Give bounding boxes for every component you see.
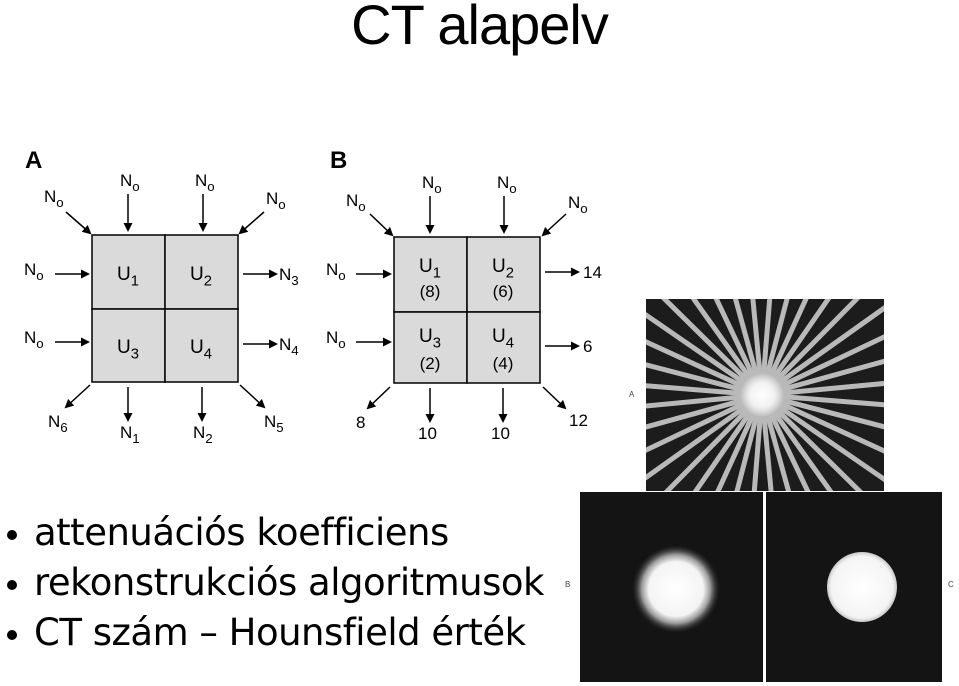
bullet-list: attenuációs koefficiens rekonstrukciós a… — [0, 508, 544, 658]
label-a-top-2: No — [120, 171, 140, 194]
arrow-b-top-diag-right — [541, 213, 567, 237]
grid-b-cell-u4 — [466, 311, 541, 384]
arrow-a-bottom-diag-left — [64, 384, 91, 409]
label-b-right-1: 14 — [583, 263, 602, 282]
label-a-top-3: No — [195, 171, 215, 194]
label-b-bottom-1: 8 — [356, 413, 365, 432]
grid-b-cell-u3 — [393, 311, 468, 384]
grid-a-u1-label: U1 — [117, 264, 139, 290]
arrow-a-top-diag-right — [238, 211, 265, 235]
bullet-item: rekonstrukciós algoritmusok — [0, 558, 544, 608]
grid-b-u1-value: (8) — [420, 282, 441, 301]
label-b-bottom-2: 10 — [418, 424, 437, 443]
arrow-b-top-diag-left — [369, 213, 394, 237]
arrow-b-bottom-diag-right — [542, 386, 567, 410]
label-b-bottom-3: 10 — [491, 424, 510, 443]
grid-a-cell-u3 — [91, 308, 166, 383]
ct-image-a — [646, 299, 884, 491]
label-a-right-1: N3 — [279, 265, 299, 288]
grid-b-cell-u2 — [466, 236, 541, 313]
grid-b-u3-value: (2) — [420, 354, 441, 373]
grid-b-u4-label: U4 — [492, 326, 514, 352]
label-b-top-1: No — [346, 191, 366, 214]
label-a-top-4: No — [266, 189, 286, 212]
grid-a-cell-u4 — [164, 308, 239, 383]
bullet-item: attenuációs koefficiens — [0, 508, 544, 558]
ct-principle-diagram: A U1 U2 U3 U4 No No No No No No N3 N4 N6 — [24, 147, 602, 446]
label-b-top-2: No — [422, 173, 442, 196]
grid-b-u4-value: (4) — [493, 354, 514, 373]
grid-a-u2-label: U2 — [190, 264, 212, 290]
grid-b-u1-label: U1 — [419, 256, 441, 282]
label-b-right-2: 6 — [583, 337, 592, 356]
diagram-b: B U1 (8) U2 (6) U3 (2) U4 (4) No No No N… — [326, 147, 602, 443]
grid-a-cell-u2 — [164, 234, 239, 310]
grid-b-cell-u1 — [393, 236, 468, 313]
label-a-bottom-3: N2 — [193, 423, 213, 446]
bullet-item: CT szám – Hounsfield érték — [0, 608, 544, 658]
label-a-bottom-1: N6 — [48, 412, 68, 435]
label-b-top-4: No — [568, 193, 588, 216]
grid-b-u3-label: U3 — [419, 326, 441, 352]
arrow-a-bottom-diag-right — [239, 384, 266, 409]
grid-b-u2-value: (6) — [493, 282, 514, 301]
backprojection-star-image — [646, 299, 884, 491]
label-a-left-1: No — [24, 260, 44, 283]
diagram-a-label: A — [25, 147, 42, 174]
image-b-letter: B — [565, 580, 571, 589]
grid-a-cell-u1 — [91, 234, 166, 310]
label-a-bottom-2: N1 — [120, 423, 140, 446]
image-a-letter: A — [629, 390, 635, 399]
slide-title: CT alapelv — [351, 0, 609, 56]
label-b-bottom-4: 12 — [569, 411, 588, 430]
label-b-left-1: No — [326, 260, 346, 283]
grid-b-u2-label: U2 — [492, 256, 514, 282]
label-a-right-2: N4 — [279, 335, 299, 358]
diagram-a: A U1 U2 U3 U4 No No No No No No N3 N4 N6 — [24, 147, 299, 446]
arrow-b-bottom-diag-left — [366, 386, 391, 410]
image-c-letter: C — [948, 580, 954, 589]
label-b-left-2: No — [326, 328, 346, 351]
ct-image-b — [580, 492, 763, 682]
blurred-disk-image — [580, 492, 763, 682]
label-a-top-1: No — [44, 187, 64, 210]
grid-a-u4-label: U4 — [190, 337, 212, 363]
label-b-top-3: No — [497, 173, 517, 196]
diagram-b-label: B — [330, 147, 347, 174]
label-a-bottom-4: N5 — [264, 412, 284, 435]
ct-image-c — [766, 492, 942, 682]
label-a-left-2: No — [24, 328, 44, 351]
arrow-a-top-diag-left — [65, 211, 92, 235]
grid-a-u3-label: U3 — [117, 337, 139, 363]
sharp-disk-image — [766, 492, 942, 682]
